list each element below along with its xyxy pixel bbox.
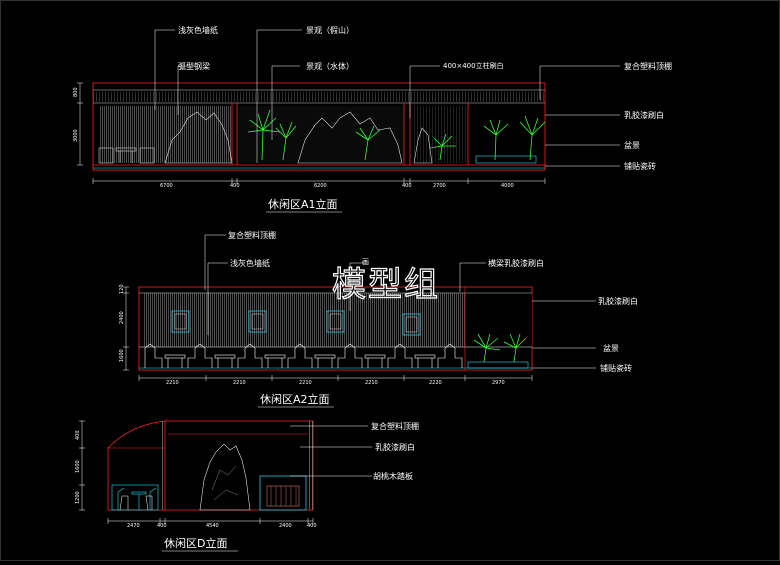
a1-leaders (154, 29, 620, 167)
a2-leaders (204, 234, 596, 369)
a2-dim-0: 2210 (166, 380, 179, 386)
a1-rockery-small (413, 127, 433, 164)
d-chairs (119, 495, 153, 511)
a1-dim-4: 2700 (433, 183, 446, 189)
d-title: 休闲区D立面 (164, 536, 227, 550)
a2-dim-3: 2210 (365, 380, 378, 386)
a1-vdim-0: 800 (73, 87, 79, 97)
a2-dim-1: 2210 (233, 380, 246, 386)
d-label-ceiling: 复合塑料顶棚 (371, 421, 419, 431)
a1-label-steel-beam: 弧型钢梁 (178, 61, 210, 71)
d-rockery (199, 443, 251, 511)
d-vdim-1: 1600 (75, 460, 81, 473)
a2-wallpaper (143, 293, 465, 347)
d-label-walnut: 胡桃木踏板 (373, 471, 413, 481)
d-dim-3: 2400 (279, 523, 292, 529)
a1-label-column: 400×400立柱刷白 (443, 61, 504, 70)
a2-label-bonsai: 盆景 (603, 343, 619, 353)
a1-ceiling-hatch (93, 92, 545, 102)
a2-dim-4: 2220 (429, 380, 442, 386)
a1-title: 休闲区A1立面 (268, 197, 338, 211)
a1-dim-2: 6200 (314, 183, 327, 189)
a2-booth-seating (144, 343, 463, 368)
a1-dim-1: 400 (230, 183, 240, 189)
d-dim-1: 400 (157, 523, 167, 529)
a2-label-wallpaper: 浅灰色墙纸 (230, 258, 270, 268)
a2-white-wall (465, 293, 532, 347)
a2-vdim-0: 120 (119, 284, 125, 294)
a1-label-bonsai: 盆景 (624, 140, 640, 150)
a1-dim-0: 6700 (160, 183, 173, 189)
a1-vdim-1: 3000 (73, 129, 79, 142)
a2-planter (467, 361, 529, 369)
a1-label-wallpaper: 浅灰色墙纸 (178, 25, 218, 35)
a1-palm-plants (247, 109, 546, 161)
elevation-a2: 2210 2210 2210 2210 2220 2970 120 2400 1… (119, 230, 638, 408)
d-column-hatch (308, 421, 313, 510)
a1-rockery-right (297, 111, 403, 164)
watermark-text: 模型组 (332, 265, 440, 305)
elevation-a1: 6700 400 6200 400 2700 4000 800 3000 浅灰色… (73, 25, 672, 213)
a2-dim-2: 2210 (299, 380, 312, 386)
d-cafe-set (111, 484, 159, 511)
a1-dim-5: 4000 (501, 183, 514, 189)
a2-title: 休闲区A2立面 (260, 392, 330, 406)
d-leaders (290, 425, 372, 477)
elevation-d: 2470 400 4540 2400 400 400 1600 1200 复合塑… (75, 420, 419, 552)
a2-label-latex: 乳胶漆刷白 (598, 296, 638, 306)
a1-label-tile: 铺贴瓷砖 (624, 161, 656, 171)
a1-label-latex: 乳胶漆刷白 (624, 110, 664, 120)
d-vdim-2: 1200 (75, 491, 81, 504)
a1-label-ceiling: 复合塑料顶棚 (624, 61, 672, 71)
a1-rockery-left (164, 111, 233, 164)
d-dim-0: 2470 (127, 523, 140, 529)
a2-label-painting: 画 (362, 258, 369, 266)
a1-outline (92, 82, 546, 171)
a2-paintings (171, 310, 421, 336)
a1-label-rockery: 景观（假山） (306, 25, 354, 35)
a2-dim-5: 2970 (492, 380, 505, 386)
a1-label-water: 景观（水体） (306, 61, 354, 71)
a1-landscape-area (237, 106, 404, 163)
a1-dim-3: 400 (402, 183, 412, 189)
a1-wallpaper (99, 106, 232, 163)
d-walnut-counter (259, 475, 307, 511)
d-vdim-0: 400 (75, 430, 81, 440)
a2-vdim-2: 1600 (119, 349, 125, 362)
d-column-hatch-left (160, 421, 165, 510)
a2-plants (473, 333, 527, 363)
a1-dining-set (98, 147, 155, 164)
d-dim-4: 400 (307, 523, 317, 529)
a2-label-tile: 铺贴瓷砖 (600, 363, 632, 373)
d-label-latex: 乳胶漆刷白 (375, 442, 415, 452)
a1-planter (475, 155, 537, 164)
a2-vdim-1: 2400 (119, 311, 125, 324)
a2-label-ceiling: 复合塑料顶棚 (228, 230, 276, 240)
a2-label-beam: 横梁乳胶漆刷白 (488, 258, 544, 268)
d-dim-2: 4540 (206, 523, 219, 529)
